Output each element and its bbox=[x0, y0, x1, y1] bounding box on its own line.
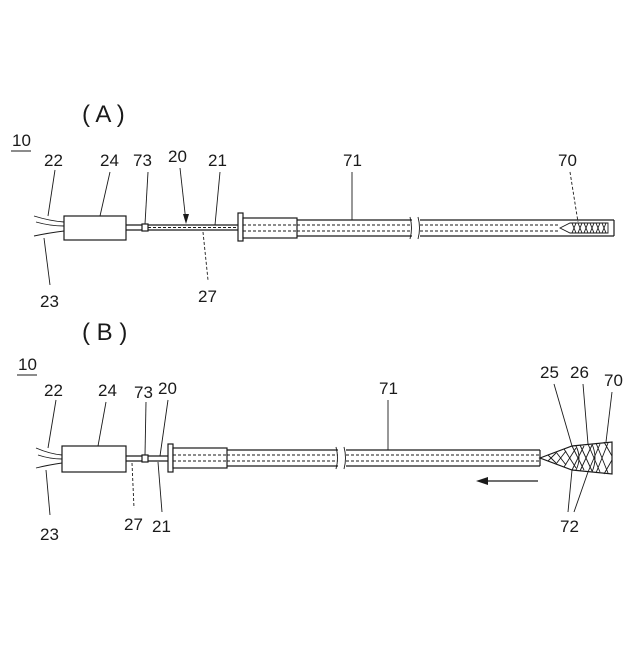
panel-a-leader-24 bbox=[100, 172, 110, 216]
panel-b-ref: 10 bbox=[18, 355, 37, 374]
panel-a-leader-23 bbox=[44, 238, 50, 285]
panel-a-label-71: 71 bbox=[343, 151, 362, 170]
panel-a-hub bbox=[243, 218, 297, 238]
panel-b-label-70: 70 bbox=[604, 371, 623, 390]
panel-b-leader-27 bbox=[132, 463, 134, 508]
panel-a-marker-73 bbox=[142, 224, 148, 231]
panel-b-label-23: 23 bbox=[40, 525, 59, 544]
panel-a-label-24: 24 bbox=[100, 151, 119, 170]
panel-b-leader-21 bbox=[158, 462, 162, 512]
panel-a-break-gap bbox=[412, 219, 418, 237]
panel-a-leader-27 bbox=[203, 232, 208, 280]
panel-a-wire-23 bbox=[34, 231, 64, 236]
panel-b-label-72: 72 bbox=[560, 517, 579, 536]
panel-b-label-26: 26 bbox=[570, 363, 589, 382]
panel-a-leader-21 bbox=[215, 172, 220, 225]
panel-a-leader-73 bbox=[145, 172, 148, 224]
panel-b-label-73: 73 bbox=[134, 383, 153, 402]
panel-b-hub bbox=[173, 448, 227, 468]
panel-b-marker-73 bbox=[142, 455, 148, 462]
panel-b: ( B ) 10 bbox=[17, 319, 623, 544]
panel-b-label-22: 22 bbox=[44, 381, 63, 400]
panel-a-handle bbox=[64, 216, 126, 240]
panel-a-leader-22 bbox=[48, 170, 55, 216]
panel-b-leader-25 bbox=[554, 384, 572, 446]
panel-b-wire-22 bbox=[36, 448, 62, 455]
panel-a-label-73: 73 bbox=[133, 151, 152, 170]
panel-a-ref: 10 bbox=[12, 131, 31, 150]
panel-b-wire-mid bbox=[38, 455, 62, 459]
panel-b-handle bbox=[62, 446, 126, 472]
panel-b-leader-24 bbox=[98, 402, 106, 446]
panel-a-label-21: 21 bbox=[208, 151, 227, 170]
panel-a: ( A ) 10 bbox=[11, 101, 614, 311]
panel-a-arrow-20 bbox=[183, 214, 189, 224]
panel-a-label-20: 20 bbox=[168, 147, 187, 166]
panel-b-label-25: 25 bbox=[540, 363, 559, 382]
panel-a-title: ( A ) bbox=[82, 101, 125, 128]
panel-b-leader-26 bbox=[583, 384, 588, 444]
panel-b-title: ( B ) bbox=[82, 319, 127, 346]
panel-a-label-27: 27 bbox=[198, 287, 217, 306]
panel-b-leader-72b bbox=[574, 472, 588, 512]
panel-a-wire-mid bbox=[36, 222, 64, 226]
panel-b-motion-arrow-head bbox=[476, 477, 488, 485]
panel-a-wire-22 bbox=[34, 216, 64, 222]
panel-a-label-70: 70 bbox=[558, 151, 577, 170]
panel-b-leader-72a bbox=[568, 470, 572, 512]
panel-b-label-27: 27 bbox=[124, 515, 143, 534]
panel-b-leader-22 bbox=[48, 400, 56, 448]
panel-a-label-22: 22 bbox=[44, 151, 63, 170]
panel-a-leader-70 bbox=[570, 172, 578, 222]
panel-b-hub-flange bbox=[168, 444, 173, 472]
panel-a-label-23: 23 bbox=[40, 292, 59, 311]
panel-a-leader-20 bbox=[180, 168, 186, 222]
panel-b-wire-23 bbox=[36, 463, 62, 468]
panel-b-label-21: 21 bbox=[152, 517, 171, 536]
panel-b-label-20: 20 bbox=[158, 379, 177, 398]
panel-b-break-gap bbox=[338, 449, 344, 467]
panel-b-label-71: 71 bbox=[379, 379, 398, 398]
panel-b-label-24: 24 bbox=[98, 381, 117, 400]
panel-b-leader-20 bbox=[160, 400, 168, 456]
panel-b-leader-23 bbox=[46, 470, 50, 515]
panel-b-mesh-expanded bbox=[540, 442, 612, 474]
panel-b-leader-70 bbox=[606, 392, 612, 442]
panel-a-mesh-collapsed bbox=[560, 223, 608, 233]
panel-b-leader-73 bbox=[145, 402, 146, 455]
panel-a-hub-flange bbox=[238, 213, 243, 241]
